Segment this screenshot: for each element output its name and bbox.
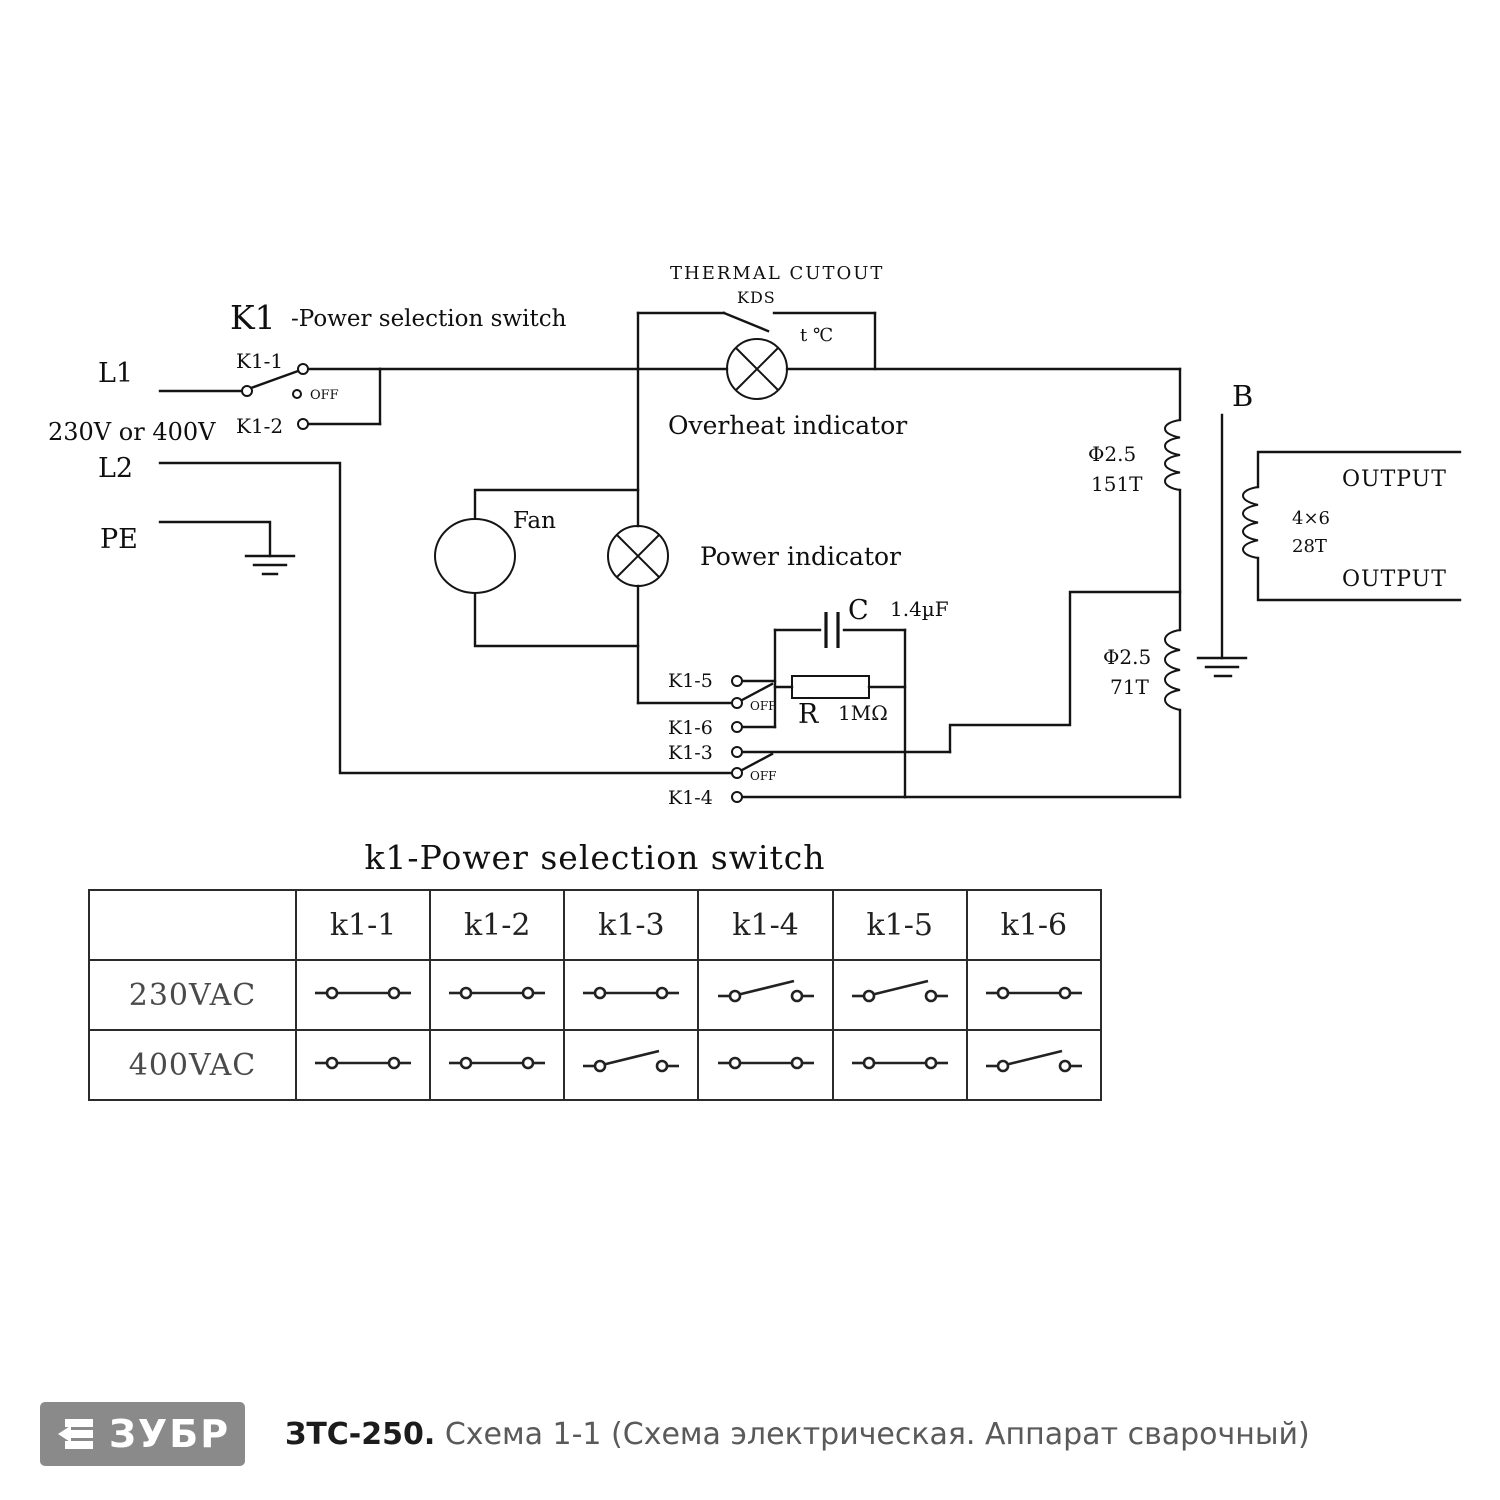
table-col-header: k1-4 (697, 889, 834, 961)
thermal-cutout-label: THERMAL CUTOUT (670, 263, 884, 284)
transformer-aux-coil (1164, 629, 1181, 711)
l2-label: L2 (98, 453, 133, 484)
table-title: k1-Power selection switch (364, 838, 826, 877)
table-row: 400VAC (88, 1029, 1103, 1101)
output-top-label: OUTPUT (1342, 467, 1447, 492)
capacitor-value: 1.4µF (890, 597, 949, 621)
switch-state-cell (965, 1029, 1103, 1101)
switch-open-icon (985, 1049, 1082, 1073)
pe-ground-symbol (244, 554, 296, 576)
switch-closed-icon (583, 986, 680, 1000)
k1-2-label: K1-2 (236, 414, 283, 438)
switch-state-cell (965, 959, 1103, 1031)
table-col-header: k1-1 (294, 889, 432, 961)
pe-label: PE (100, 524, 138, 555)
schema-title: Схема 1-1 (Схема электрическая. Аппарат … (444, 1416, 1310, 1452)
power-indicator-label: Power indicator (700, 542, 901, 571)
k1-4-label: K1-4 (668, 787, 713, 809)
switch-closed-icon (449, 1056, 546, 1070)
resistor-body (791, 675, 870, 699)
table-col-header: k1-3 (563, 889, 700, 961)
switch-closed-icon (851, 1056, 948, 1070)
table-col-header: k1-2 (429, 889, 566, 961)
k1-3-label: K1-3 (668, 742, 713, 764)
switch-state-cell (294, 959, 432, 1031)
resistor-value: 1MΩ (838, 701, 888, 725)
switch-open-icon (583, 1049, 680, 1073)
switch-state-cell (831, 959, 968, 1031)
zubr-logo-icon (57, 1419, 93, 1449)
output-bottom-label: OUTPUT (1342, 567, 1447, 592)
transformer-primary-coil (1164, 419, 1181, 491)
k1-5-label: K1-5 (668, 670, 713, 692)
off-label-3: OFF (750, 769, 777, 783)
table-row-label: 400VAC (88, 1029, 297, 1101)
overheat-indicator-lamp (726, 338, 788, 400)
switch-contacts (241, 363, 743, 803)
table-corner-cell (88, 889, 297, 961)
switch-open-icon (851, 979, 948, 1003)
switch-state-cell (831, 1029, 968, 1101)
switch-state-cell (429, 959, 566, 1031)
capacitor-label: C (848, 595, 869, 626)
wires (158, 311, 1182, 799)
secondary-turns-label: 28T (1292, 536, 1327, 557)
table-col-header: k1-6 (965, 889, 1103, 961)
switch-state-cell (697, 959, 834, 1031)
switch-state-cell (294, 1029, 432, 1101)
primary-turns-label: 151T (1091, 472, 1143, 496)
zubr-logo-text: ЗУБР (108, 1412, 231, 1456)
primary-wire-label: Φ2.5 (1088, 442, 1136, 466)
secondary-size-label: 4×6 (1292, 508, 1330, 529)
thermal-temp-label: t ℃ (800, 325, 833, 346)
transformer-secondary-coil (1242, 450, 1462, 602)
switch-state-cell (563, 959, 700, 1031)
k1-6-label: K1-6 (668, 717, 713, 739)
schematic-labels: THERMAL CUTOUT KDS t ℃ K1 -Power selecti… (48, 263, 1447, 809)
fan-label: Fan (513, 508, 556, 534)
off-label-1: OFF (310, 388, 339, 403)
switch-state-cell (563, 1029, 700, 1101)
switch-state-cell (429, 1029, 566, 1101)
k1-1-label: K1-1 (236, 349, 283, 373)
switch-closed-icon (449, 986, 546, 1000)
kds-label: KDS (737, 288, 776, 307)
transformer-b-label: B (1232, 379, 1253, 413)
fan-symbol (434, 518, 516, 594)
model-number: ЗТС-250. (285, 1416, 436, 1452)
switch-closed-icon (985, 986, 1082, 1000)
power-indicator-lamp (607, 525, 669, 587)
table-col-header: k1-5 (831, 889, 968, 961)
footer-title: ЗТС-250. Схема 1-1 (Схема электрическая.… (285, 1417, 1310, 1452)
switch-open-icon (717, 979, 814, 1003)
switch-closed-icon (717, 1056, 814, 1070)
resistor-label: R (798, 699, 819, 730)
table-row: 230VAC (88, 959, 1103, 1031)
switch-state-cell (697, 1029, 834, 1101)
voltage-label: 230V or 400V (48, 418, 216, 446)
l1-label: L1 (98, 358, 133, 389)
k1-title: K1 (230, 298, 276, 337)
circuit-schematic: THERMAL CUTOUT KDS t ℃ K1 -Power selecti… (48, 263, 1462, 809)
off-label-2: OFF (750, 699, 777, 713)
aux-turns-label: 71T (1110, 675, 1149, 699)
transformer-core (1196, 413, 1248, 678)
switch-closed-icon (315, 986, 412, 1000)
k1-subtitle: -Power selection switch (291, 306, 567, 332)
overheat-indicator-label: Overheat indicator (668, 411, 907, 440)
aux-wire-label: Φ2.5 (1103, 645, 1151, 669)
zubr-logo: ЗУБР (40, 1402, 245, 1466)
switch-closed-icon (315, 1056, 412, 1070)
table-row-label: 230VAC (88, 959, 297, 1031)
footer: ЗУБР ЗТС-250. Схема 1-1 (Схема электриче… (40, 1402, 1310, 1466)
